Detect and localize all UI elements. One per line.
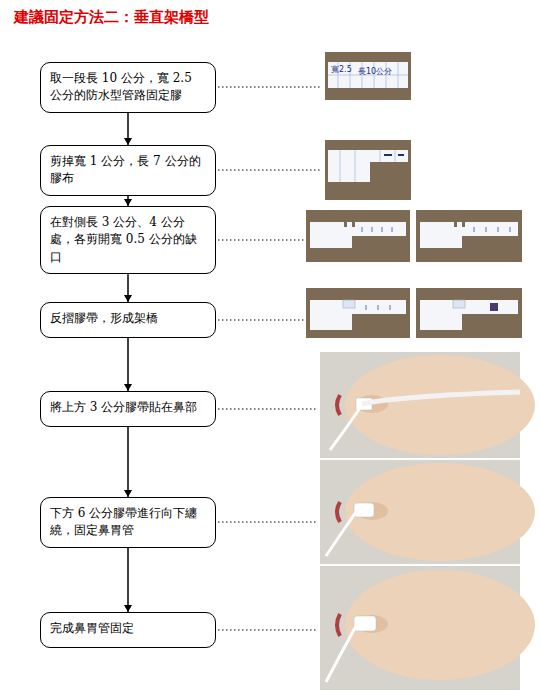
photo-label: 寬2.5 xyxy=(331,64,352,75)
step-text: 完成鼻胃管固定 xyxy=(50,620,206,637)
arrow-head xyxy=(124,605,132,612)
flow-arrow xyxy=(124,548,132,612)
photo-label: 長10公分 xyxy=(358,66,392,77)
process-box: 取一段長 10 公分，寬 2.5 公分的防水型管路固定膠 xyxy=(40,62,216,113)
cut-tape-photo xyxy=(325,140,411,200)
arrow-line xyxy=(127,338,129,391)
arrow-head xyxy=(124,384,132,391)
arrow-head xyxy=(124,490,132,497)
arrow-line xyxy=(127,548,129,612)
step-text: 取一段長 10 公分，寬 2.5 公分的防水型管路固定膠 xyxy=(50,70,206,105)
arrow-head xyxy=(124,295,132,302)
diagram-title: 建議固定方法二：垂直架橋型 xyxy=(14,8,209,27)
arrow-head xyxy=(124,199,132,206)
bridge-photo xyxy=(306,288,522,338)
leader-lines xyxy=(218,87,320,630)
mannequin-photo xyxy=(320,566,535,690)
mannequin-photo xyxy=(320,352,535,458)
flow-arrow xyxy=(124,113,132,145)
step-text: 剪掉寬 1 公分，長 7 公分的膠布 xyxy=(50,153,206,188)
notch-photo xyxy=(306,210,522,262)
arrow-head xyxy=(124,138,132,145)
step-text: 反摺膠帶，形成架橋 xyxy=(50,310,206,327)
arrow-line xyxy=(127,427,129,497)
flow-arrow xyxy=(124,196,132,206)
process-box: 將上方 3 公分膠帶貼在鼻部 xyxy=(40,391,216,427)
process-box: 剪掉寬 1 公分，長 7 公分的膠布 xyxy=(40,145,216,196)
process-box: 完成鼻胃管固定 xyxy=(40,612,216,648)
step-text: 將上方 3 公分膠帶貼在鼻部 xyxy=(50,399,206,416)
flow-arrow xyxy=(124,274,132,302)
flow-arrow xyxy=(124,427,132,497)
process-box: 在對側長 3 公分、4 公分處，各剪開寬 0.5 公分的缺口 xyxy=(40,206,216,274)
step-text: 在對側長 3 公分、4 公分處，各剪開寬 0.5 公分的缺口 xyxy=(50,214,206,266)
tape-photo xyxy=(325,52,411,100)
flow-arrow xyxy=(124,338,132,391)
process-box: 下方 6 公分膠帶進行向下纏繞，固定鼻胃管 xyxy=(40,497,216,548)
process-box: 反摺膠帶，形成架橋 xyxy=(40,302,216,338)
step-text: 下方 6 公分膠帶進行向下纏繞，固定鼻胃管 xyxy=(50,505,206,540)
mannequin-photo xyxy=(320,460,535,564)
